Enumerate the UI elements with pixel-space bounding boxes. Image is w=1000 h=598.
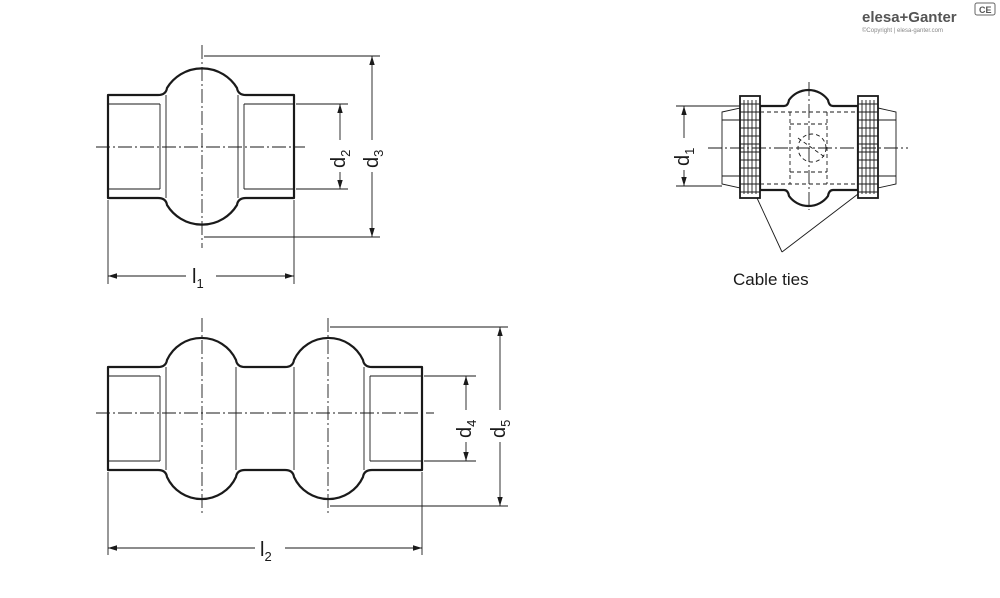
- double-coupling-view: [96, 318, 508, 555]
- svg-text:l1: l1: [192, 266, 204, 291]
- l2-label: l2: [255, 534, 285, 564]
- svg-text:d5: d5: [488, 420, 513, 438]
- d1-label: d1: [671, 138, 697, 170]
- cable-tie-leader-left: [756, 197, 783, 253]
- logo-text: elesa+Ganter: [862, 9, 957, 26]
- ce-badge-frame: [974, 2, 996, 16]
- ce-badge: CE: [979, 5, 992, 15]
- svg-text:d1: d1: [672, 148, 697, 166]
- cable-tie-leader-right: [781, 193, 859, 253]
- cable-ties-label: Cable ties: [733, 270, 809, 289]
- d3-label: d3: [360, 140, 386, 172]
- right-cable-tie: [857, 95, 879, 199]
- single-coupling-view: [96, 45, 380, 284]
- single-coupling-outline: [106, 67, 296, 226]
- svg-text:d2: d2: [328, 150, 353, 168]
- brand-logo: elesa+Ganter CE ©Copyright | elesa-gante…: [862, 2, 996, 34]
- double-coupling-outline: [106, 336, 424, 501]
- svg-text:d4: d4: [454, 420, 479, 438]
- svg-text:d3: d3: [361, 150, 386, 168]
- copyright-text: ©Copyright | elesa-ganter.com: [862, 27, 943, 34]
- d2-label: d2: [327, 140, 353, 172]
- left-cable-tie: [739, 95, 761, 199]
- d5-label: d5: [487, 410, 513, 442]
- svg-text:l2: l2: [260, 539, 272, 564]
- l1-label: l1: [186, 262, 216, 291]
- assembly-view: [676, 82, 908, 253]
- d4-label: d4: [453, 410, 479, 442]
